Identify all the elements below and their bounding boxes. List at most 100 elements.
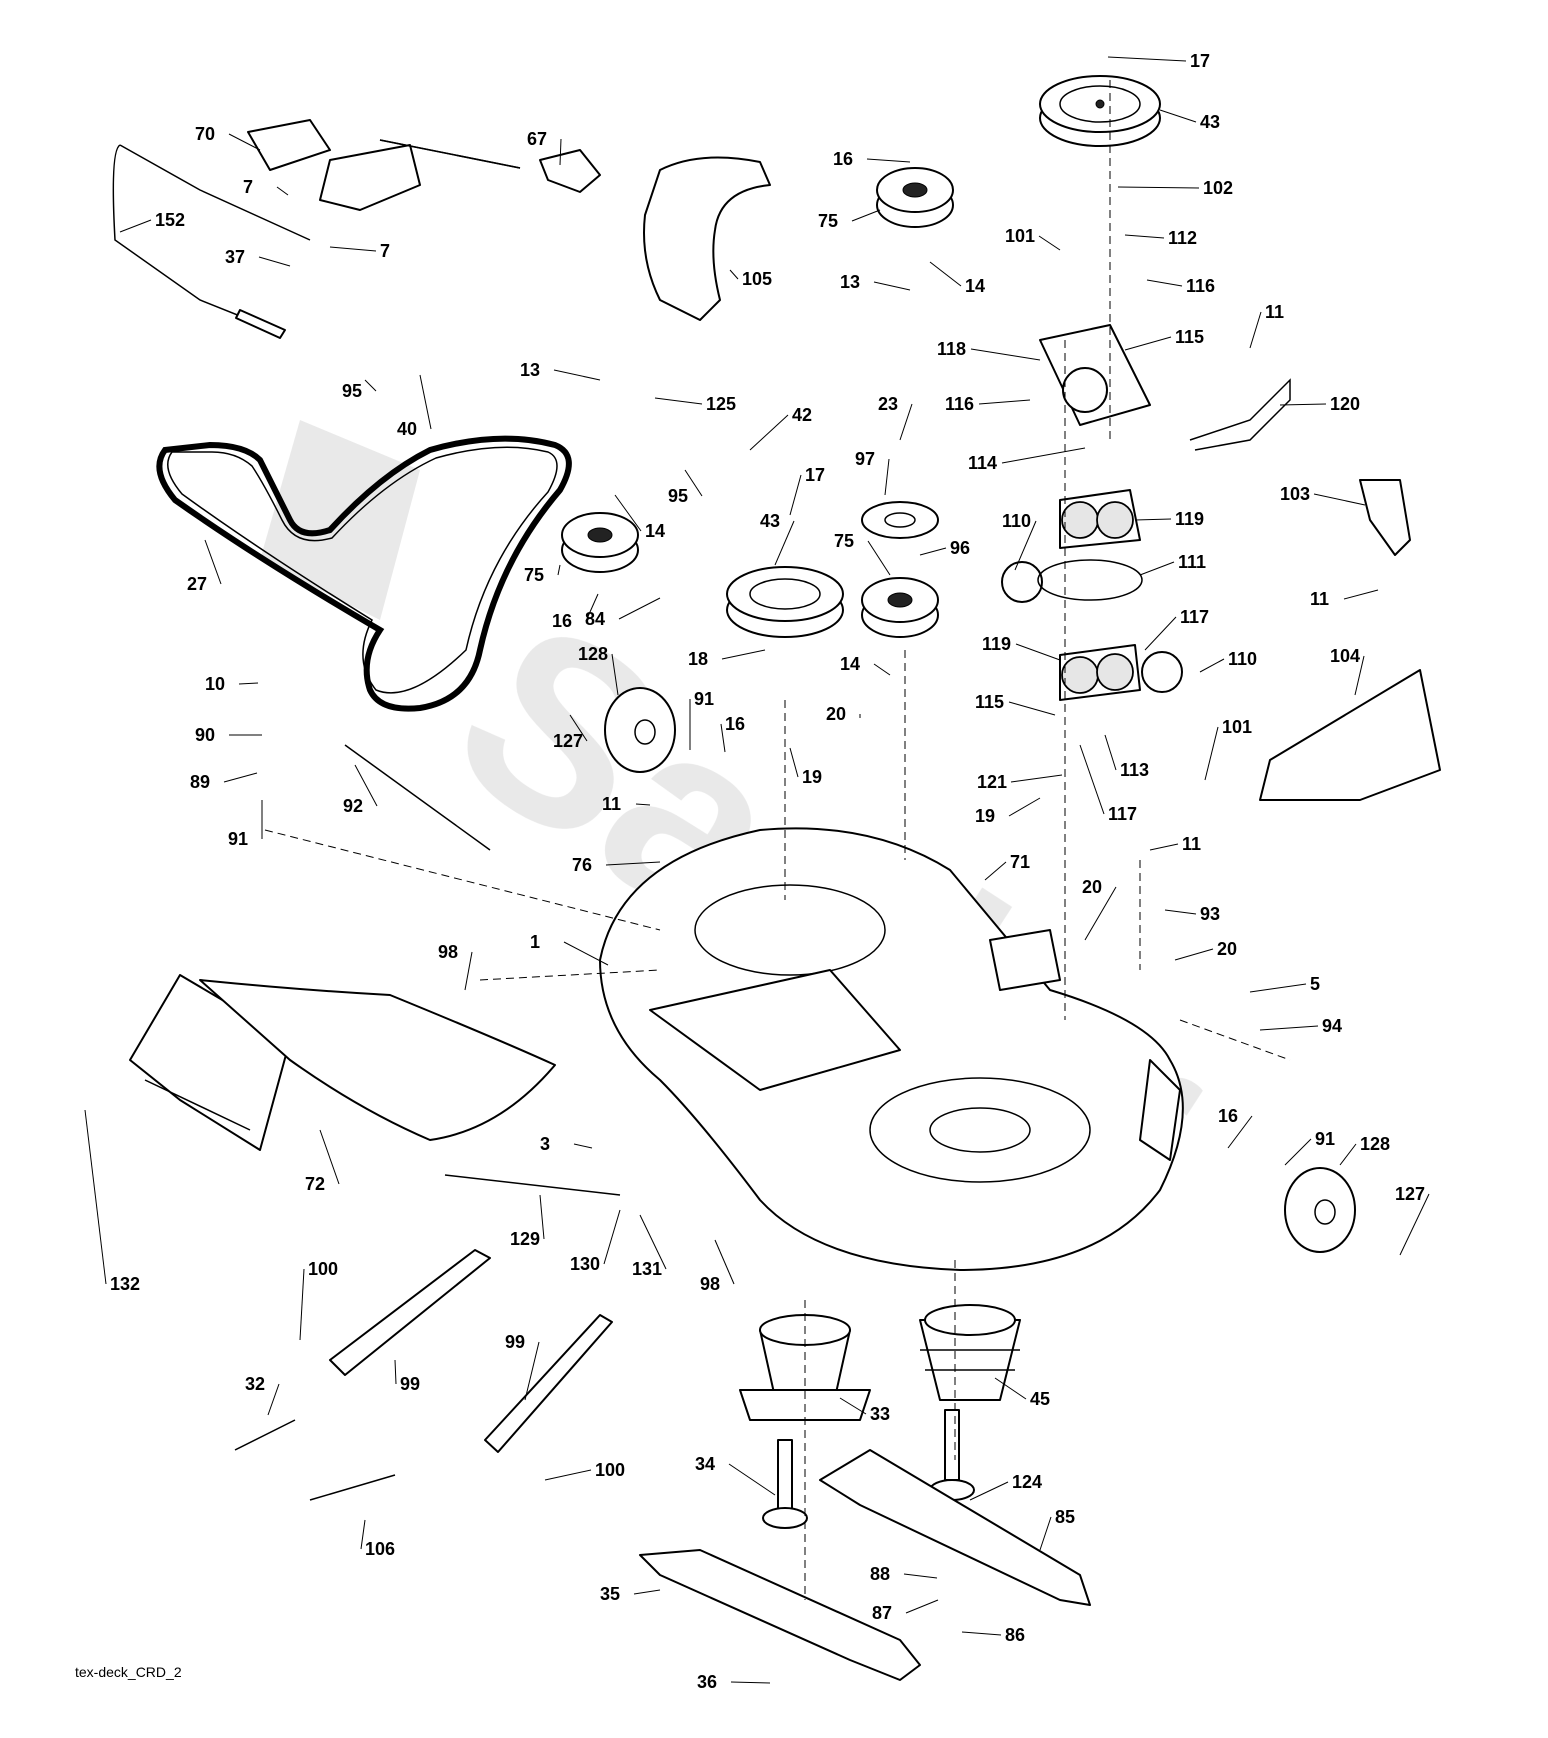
callout-116: 116 xyxy=(945,394,974,414)
leader-line-113 xyxy=(1104,734,1117,771)
leader-line-20 xyxy=(1084,886,1117,941)
callout-18: 18 xyxy=(688,649,708,669)
mower-deck-housing xyxy=(599,827,1184,1271)
shield-103 xyxy=(1359,479,1411,556)
leader-line-35 xyxy=(633,1589,661,1595)
leader-line-152 xyxy=(119,219,152,233)
assembly-lines xyxy=(264,80,1291,1600)
leader-line-124 xyxy=(969,1481,1009,1501)
callout-84: 84 xyxy=(585,609,605,629)
callout-119: 119 xyxy=(1175,509,1204,529)
callout-17: 17 xyxy=(805,465,825,485)
callout-99: 99 xyxy=(400,1374,420,1394)
leader-line-7 xyxy=(329,246,377,252)
leader-line-70 xyxy=(228,133,261,151)
leader-line-43 xyxy=(774,520,795,566)
leader-line-19 xyxy=(1008,797,1041,817)
leader-line-34 xyxy=(728,1463,776,1496)
callout-37: 37 xyxy=(225,247,245,267)
leader-line-106 xyxy=(360,1519,366,1550)
callout-124: 124 xyxy=(1012,1472,1042,1492)
callout-14: 14 xyxy=(840,654,860,674)
callout-102: 102 xyxy=(1203,178,1233,198)
callout-23: 23 xyxy=(878,394,898,414)
callout-33: 33 xyxy=(870,1404,890,1424)
callout-11: 11 xyxy=(1265,302,1284,322)
leader-line-14 xyxy=(929,261,962,287)
callout-13: 13 xyxy=(840,272,860,292)
leader-line-97 xyxy=(884,458,890,496)
callout-103: 103 xyxy=(1280,484,1310,504)
callout-3: 3 xyxy=(540,1134,550,1154)
leader-line-102 xyxy=(1117,186,1200,189)
leader-line-125 xyxy=(654,397,703,405)
spindle-shaft-124 xyxy=(929,1409,975,1501)
leader-line-94 xyxy=(1259,1025,1319,1031)
leader-line-99 xyxy=(524,1341,540,1401)
leader-line-110 xyxy=(1014,520,1037,571)
leader-line-98 xyxy=(464,951,473,991)
leader-line-117 xyxy=(1144,616,1177,651)
leader-line-127 xyxy=(1399,1193,1430,1256)
leader-line-95 xyxy=(684,469,703,497)
callout-111: 111 xyxy=(1178,552,1206,572)
callout-100: 100 xyxy=(595,1460,625,1480)
callout-20: 20 xyxy=(1217,939,1237,959)
callout-98: 98 xyxy=(438,942,458,962)
leader-line-101 xyxy=(1038,235,1061,251)
leader-line-128 xyxy=(1339,1143,1357,1166)
callout-89: 89 xyxy=(190,772,210,792)
leader-line-23 xyxy=(899,403,913,441)
lift-arm-99-lower xyxy=(484,1314,613,1453)
callout-112: 112 xyxy=(1168,228,1197,248)
callout-125: 125 xyxy=(706,394,736,414)
leader-line-101 xyxy=(1204,726,1219,781)
spring-106 xyxy=(309,1474,396,1501)
leader-line-16 xyxy=(720,723,726,753)
lift-arm-99-upper xyxy=(329,1249,491,1376)
leader-line-1 xyxy=(563,941,609,966)
callout-86: 86 xyxy=(1005,1625,1025,1645)
leader-line-37 xyxy=(258,256,291,267)
callout-11: 11 xyxy=(1310,589,1329,609)
callout-42: 42 xyxy=(792,405,812,425)
callout-1: 1 xyxy=(530,932,540,952)
callout-14: 14 xyxy=(965,276,985,296)
callout-116: 116 xyxy=(1186,276,1215,296)
leader-line-67 xyxy=(559,138,562,166)
leader-line-98 xyxy=(714,1239,735,1285)
leader-line-18 xyxy=(721,649,766,660)
deck-lift-linkage xyxy=(112,119,601,339)
callout-101: 101 xyxy=(1222,717,1252,737)
leader-line-131 xyxy=(639,1214,667,1270)
spring-32 xyxy=(234,1419,296,1451)
callout-85: 85 xyxy=(1055,1507,1075,1527)
leader-line-13 xyxy=(873,281,911,291)
leader-line-132 xyxy=(84,1109,107,1285)
callout-76: 76 xyxy=(572,855,592,875)
callout-127: 127 xyxy=(553,731,583,751)
callout-113: 113 xyxy=(1120,760,1149,780)
callout-20: 20 xyxy=(1082,877,1102,897)
leader-line-115 xyxy=(1008,701,1056,716)
leader-line-96 xyxy=(919,547,947,556)
callout-100: 100 xyxy=(308,1259,338,1279)
leader-line-85 xyxy=(1039,1516,1052,1551)
callout-91: 91 xyxy=(1315,1129,1335,1149)
leader-line-86 xyxy=(961,1631,1002,1636)
callout-110: 110 xyxy=(1228,649,1257,669)
spindle-pulley-middle xyxy=(726,566,844,638)
leader-line-110 xyxy=(1199,658,1225,673)
callout-17: 17 xyxy=(1190,51,1210,71)
callout-132: 132 xyxy=(110,1274,140,1294)
callout-120: 120 xyxy=(1330,394,1360,414)
callout-7: 7 xyxy=(243,177,253,197)
callout-19: 19 xyxy=(975,806,995,826)
callout-87: 87 xyxy=(872,1603,892,1623)
callout-119: 119 xyxy=(982,634,1011,654)
bracket-120 xyxy=(1189,378,1291,451)
leader-line-100 xyxy=(299,1268,305,1341)
callout-16: 16 xyxy=(1218,1106,1238,1126)
callout-92: 92 xyxy=(343,796,363,816)
callout-11: 11 xyxy=(1182,834,1201,854)
